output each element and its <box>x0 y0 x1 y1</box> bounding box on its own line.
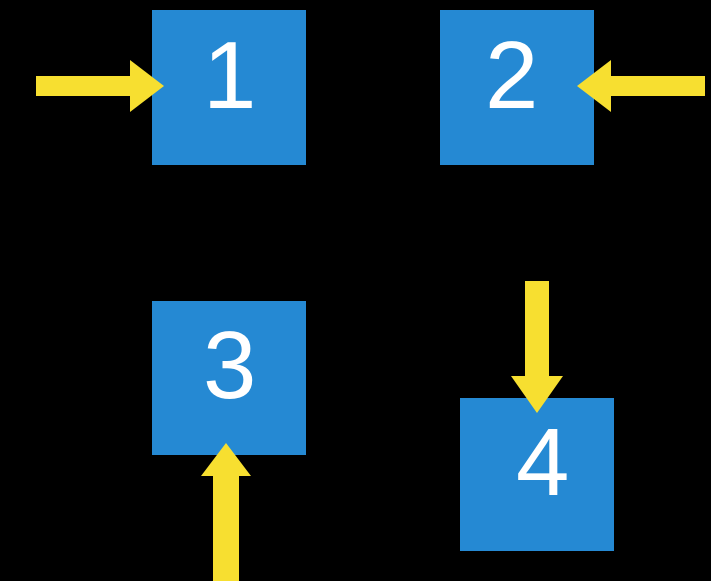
node-label-4: 4 <box>516 409 570 516</box>
arrow-down-icon <box>511 281 563 413</box>
node-box-3[interactable] <box>152 301 306 455</box>
node-box-4[interactable] <box>460 398 614 551</box>
node-label-2: 2 <box>485 22 539 129</box>
node-label-3: 3 <box>203 312 257 419</box>
arrow-up-icon <box>201 443 251 581</box>
node-label-1: 1 <box>203 22 257 129</box>
arrow-right-icon <box>36 60 164 112</box>
node-box-2[interactable] <box>440 10 594 165</box>
arrow-left-icon <box>577 60 705 112</box>
node-box-1[interactable] <box>152 10 306 165</box>
